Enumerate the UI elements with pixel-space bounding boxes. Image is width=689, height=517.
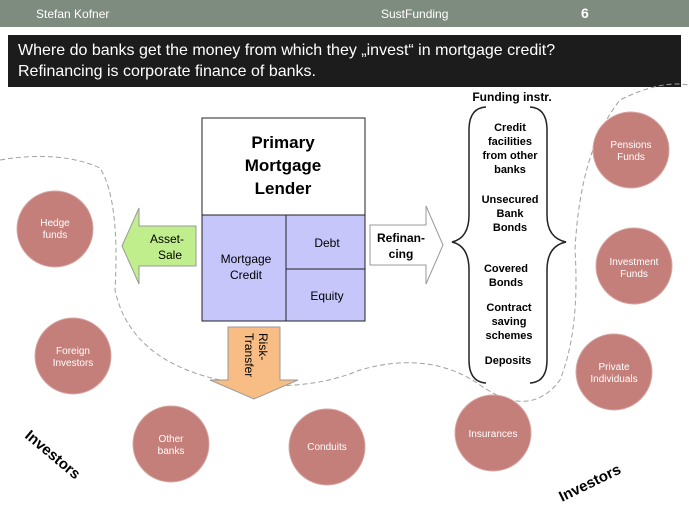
insurances-label: Insurances xyxy=(469,429,518,440)
page-number: 6 xyxy=(581,5,589,21)
funding-list: Credit facilities from other banks Unsec… xyxy=(482,122,539,367)
mortgage-credit-cell xyxy=(201,214,287,322)
funding-unsecured-1: Unsecured xyxy=(482,194,539,206)
equity-cell xyxy=(285,268,366,322)
subject-name: SustFunding xyxy=(381,7,449,21)
private-individuals-circle xyxy=(575,333,653,411)
risk-transfer-arrow xyxy=(209,326,299,400)
investment-funds-label-1: Investment xyxy=(610,257,659,268)
conduits-circle xyxy=(288,408,366,486)
refinancing-arrow xyxy=(369,205,444,285)
investment-funds-circle xyxy=(595,227,673,305)
debt-label: Debt xyxy=(314,236,340,250)
funding-unsecured-3: Bonds xyxy=(493,222,527,234)
hedge-funds-circle xyxy=(16,190,94,268)
private-individuals-label-1: Private xyxy=(598,362,630,373)
pensions-funds-label-2: Funds xyxy=(617,152,645,163)
lender-box xyxy=(201,117,366,216)
funding-deposits: Deposits xyxy=(485,355,531,367)
funding-credit-4: banks xyxy=(494,164,526,176)
mortgage-credit-label-1: Mortgage xyxy=(221,252,272,266)
other-banks-circle xyxy=(132,405,210,483)
mortgage-credit-label-2: Credit xyxy=(230,268,263,282)
funding-brace-left xyxy=(451,106,487,384)
private-individuals-label-2: Individuals xyxy=(590,374,637,385)
funding-brace-right xyxy=(529,106,567,384)
investors-label-left: Investors xyxy=(21,427,83,483)
author-name: Stefan Kofner xyxy=(36,7,110,21)
funding-credit-2: facilities xyxy=(488,136,532,148)
asset-sale-label-1: Asset- xyxy=(150,232,184,246)
other-banks-label-1: Other xyxy=(158,434,184,445)
refinancing-label-1: Refinan- xyxy=(377,231,425,245)
risk-transfer-label-1: Risk- xyxy=(256,333,270,360)
other-banks-label-2: banks xyxy=(158,446,185,457)
hedge-funds-label-1: Hedge xyxy=(40,218,70,229)
funding-contract-1: Contract xyxy=(486,302,532,314)
funding-covered-2: Bonds xyxy=(489,277,523,289)
conduits-label: Conduits xyxy=(307,442,346,453)
funding-covered-1: Covered xyxy=(484,263,528,275)
investment-funds-label-2: Funds xyxy=(620,269,648,280)
equity-label: Equity xyxy=(310,289,343,303)
lender-title-1: Primary xyxy=(251,133,315,152)
insurances-circle xyxy=(454,394,532,472)
funding-credit-3: from other xyxy=(483,150,539,162)
lender-title-3: Lender xyxy=(255,179,312,198)
investor-boundary xyxy=(0,83,689,402)
funding-contract-2: saving xyxy=(492,316,527,328)
foreign-investors-label-1: Foreign xyxy=(56,346,90,357)
pensions-funds-label-1: Pensions xyxy=(610,140,651,151)
refinancing-label-2: cing xyxy=(389,247,414,261)
asset-sale-arrow xyxy=(121,207,197,285)
debt-cell xyxy=(285,214,366,270)
pensions-funds-circle xyxy=(592,111,670,189)
investors-label-right: Investors xyxy=(556,461,623,506)
risk-transfer-label-2: Transfer xyxy=(242,333,256,377)
funding-contract-3: schemes xyxy=(485,330,532,342)
slide-header: Stefan Kofner SustFunding 6 xyxy=(0,0,689,27)
slide-title: Where do banks get the money from which … xyxy=(8,35,681,87)
hedge-funds-label-2: funds xyxy=(43,230,67,241)
funding-credit-1: Credit xyxy=(494,122,526,134)
funding-unsecured-2: Bank xyxy=(497,208,525,220)
title-line-1: Where do banks get the money from which … xyxy=(18,42,556,59)
funding-heading: Funding instr. xyxy=(472,90,551,104)
asset-sale-label-2: Sale xyxy=(158,248,182,262)
lender-title-2: Mortgage xyxy=(245,156,322,175)
foreign-investors-label-2: Investors xyxy=(53,358,94,369)
foreign-investors-circle xyxy=(34,317,112,395)
title-line-2: Refinancing is corporate finance of bank… xyxy=(18,63,316,80)
